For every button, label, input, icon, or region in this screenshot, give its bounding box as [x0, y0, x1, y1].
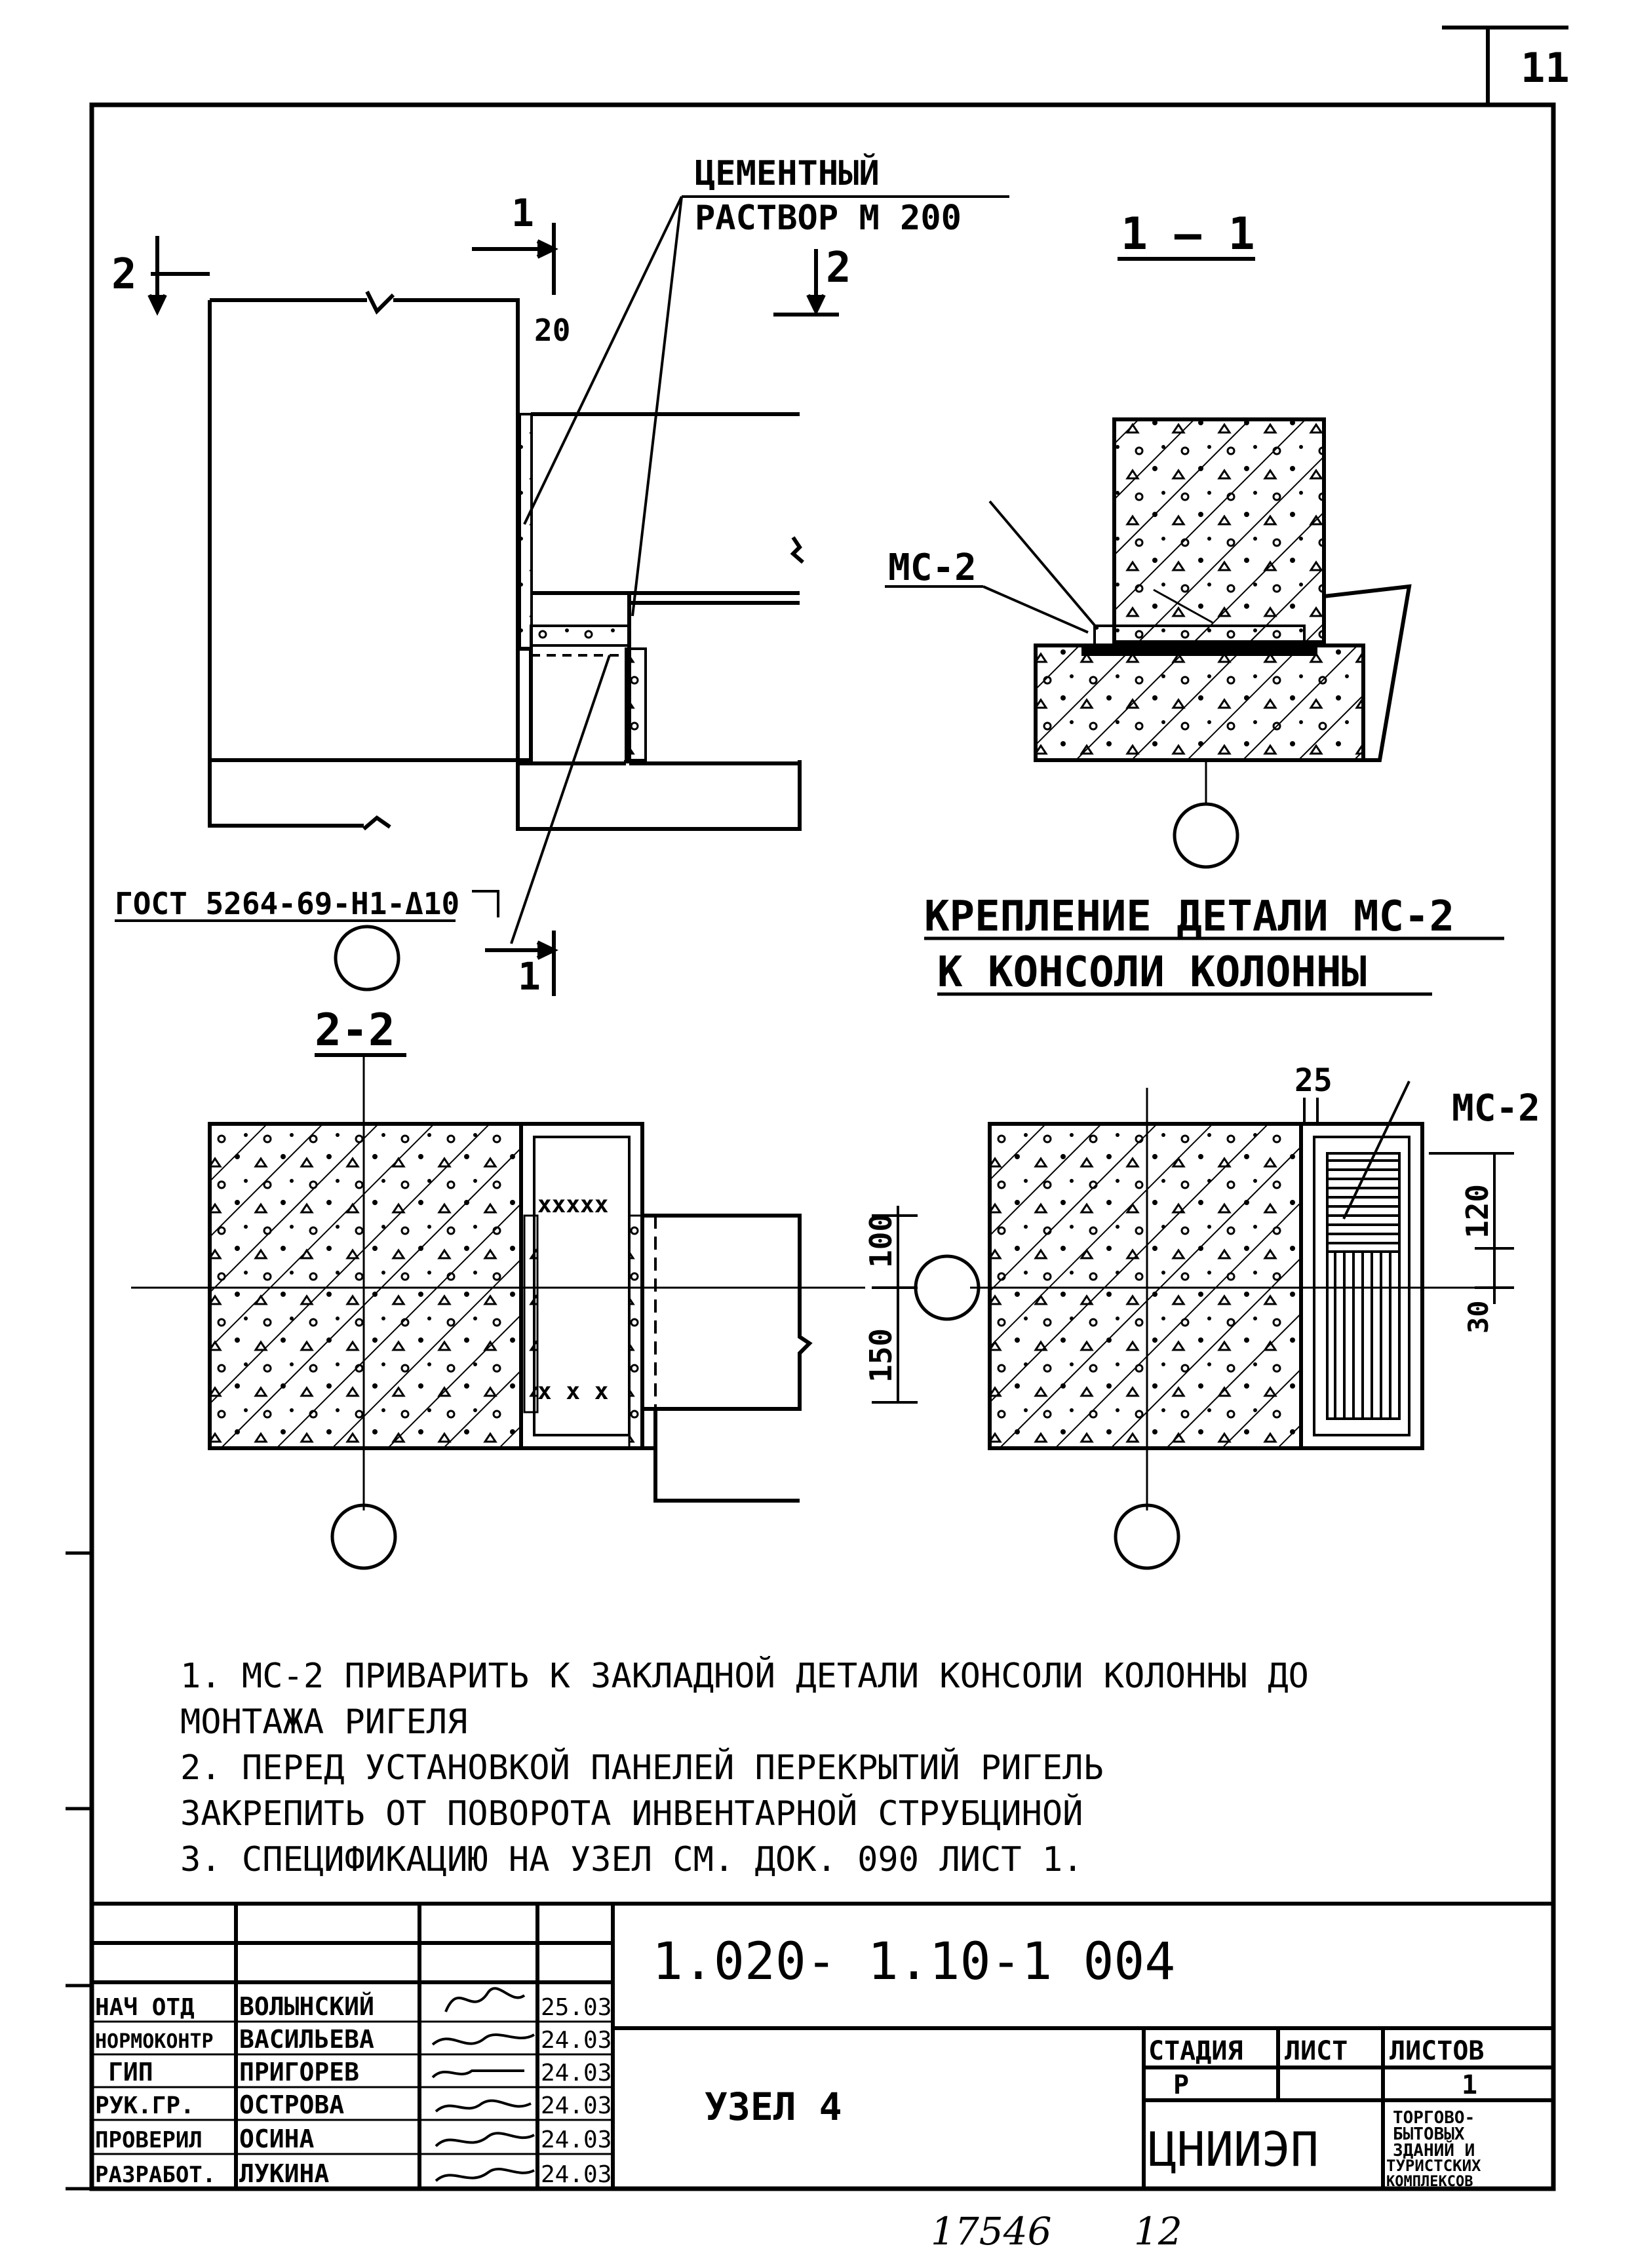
- section-2-2: xxxxx x x x: [131, 1055, 865, 1570]
- cut-2-label-left: 2: [111, 250, 137, 299]
- name: ВОЛЫНСКИЙ: [239, 1992, 374, 2021]
- dim-100-150: [872, 1206, 918, 1404]
- node-circle: [334, 925, 400, 991]
- role: НАЧ ОТД: [95, 1994, 195, 2021]
- sheets-header: ЛИСТОВ: [1390, 2036, 1485, 2066]
- org-name: ЦНИИЭП: [1148, 2122, 1319, 2177]
- date: 24.03: [541, 2060, 612, 2086]
- mc2-leader-right: [1303, 1081, 1514, 1304]
- mortar-joint: [625, 647, 647, 761]
- cut-markers: [147, 223, 839, 996]
- cut-1-label-top: 1: [511, 191, 534, 235]
- sheet-frame: [66, 26, 1568, 2191]
- name: ВАСИЛЬЕВА: [239, 2025, 374, 2054]
- svg-text:xxxxx: xxxxx: [537, 1191, 608, 1218]
- cut-1-label-bottom: 1: [518, 954, 541, 999]
- gost-leader: [115, 655, 611, 944]
- mortar-leader: [523, 195, 1009, 617]
- project-title-line: КОМПЛЕКСОВ: [1386, 2174, 1473, 2190]
- dim-20: 20: [534, 313, 570, 348]
- role: РАЗРАБОТ.: [95, 2162, 216, 2188]
- date: 24.03: [541, 2126, 612, 2153]
- mc2-label-right: МС-2: [1452, 1087, 1540, 1130]
- role: ПРОВЕРИЛ: [95, 2127, 203, 2153]
- section-right: [970, 1088, 1514, 1570]
- name: ОСТРОВА: [239, 2090, 344, 2119]
- project-title-line: ТУРИСТСКИХ: [1386, 2157, 1481, 2175]
- mortar-joint: [530, 625, 631, 647]
- gost-label: ГОСТ 5264-69-Н1-Δ10: [115, 886, 459, 921]
- mortar-label: ЦЕМЕНТНЫЙ: [695, 153, 880, 193]
- name: ОСИНА: [239, 2124, 315, 2153]
- page-number: 12: [1134, 2209, 1182, 2254]
- axis-circle: [914, 1254, 981, 1321]
- date: 24.03: [541, 2161, 612, 2188]
- inventory-number: 17546: [931, 2209, 1052, 2254]
- node-title: УЗЕЛ 4: [705, 2085, 842, 2129]
- project-title-line: ЗДАНИЙ И: [1393, 2140, 1475, 2161]
- project-title-line: ТОРГОВО-: [1393, 2108, 1475, 2128]
- project-title-line: БЫТОВЫХ: [1393, 2124, 1465, 2144]
- dim-100: 100: [863, 1214, 899, 1268]
- note-line: МОНТАЖА РИГЕЛЯ: [180, 1702, 467, 1742]
- name: ПРИГОРЕВ: [239, 2058, 359, 2086]
- title-block-rows: [92, 2020, 613, 2155]
- dim-120: 120: [1460, 1184, 1495, 1239]
- role: НОРМОКОНТР: [95, 2030, 214, 2053]
- note-line: ЗАКРЕПИТЬ ОТ ПОВОРОТА ИНВЕНТАРНОЙ СТРУБЦ…: [180, 1794, 1083, 1834]
- mc2-leader-top: [885, 500, 1099, 634]
- mortar-label-2: РАСТВОР М 200: [695, 199, 962, 238]
- caption-line1: КРЕПЛЕНИЕ ДЕТАЛИ МС-2: [924, 893, 1454, 941]
- name: ЛУКИНА: [239, 2159, 329, 2188]
- section-2-2-title: 2-2: [315, 1005, 395, 1056]
- role: ГИП: [108, 2058, 153, 2086]
- title-block: [92, 1902, 1553, 2189]
- date: 25.03: [541, 1994, 612, 2021]
- stage-header: СТАДИЯ: [1148, 2036, 1243, 2066]
- svg-text:x x x: x x x: [537, 1378, 608, 1405]
- notes: 1. МС-2 ПРИВАРИТЬ К ЗАКЛАДНОЙ ДЕТАЛИ КОН…: [180, 1656, 1309, 1879]
- section-1-1-title: 1 — 1: [1121, 208, 1255, 260]
- mc2-label-top: МС-2: [888, 547, 977, 589]
- mortar-joint: [518, 413, 533, 650]
- handwritten-signatures: [431, 1987, 535, 2182]
- note-line: 1. МС-2 ПРИВАРИТЬ К ЗАКЛАДНОЙ ДЕТАЛИ КОН…: [180, 1656, 1309, 1696]
- elevation-view: [208, 290, 804, 831]
- doc-code: 1.020- 1.10-1 004: [652, 1932, 1175, 1991]
- sheets-value: 1: [1462, 2070, 1477, 2100]
- date: 24.03: [541, 2027, 612, 2054]
- note-line: 3. СПЕЦИФИКАЦИЮ НА УЗЕЛ СМ. ДОК. 090 ЛИС…: [180, 1840, 1083, 1879]
- stage-value: Р: [1173, 2070, 1189, 2100]
- dim-30: 30: [1462, 1300, 1494, 1334]
- dim-150: 150: [863, 1328, 899, 1383]
- sheet-number: 11: [1521, 44, 1570, 92]
- note-line: 2. ПЕРЕД УСТАНОВКОЙ ПАНЕЛЕЙ ПЕРЕКРЫТИЙ Р…: [180, 1748, 1104, 1788]
- section-1-1: [1034, 417, 1412, 869]
- cut-2-label-right: 2: [826, 244, 851, 292]
- dim-25: 25: [1294, 1062, 1332, 1099]
- sheet-header: ЛИСТ: [1285, 2036, 1348, 2066]
- role: РУК.ГР.: [95, 2092, 195, 2119]
- date: 24.03: [541, 2092, 612, 2119]
- caption-line2: К КОНСОЛИ КОЛОННЫ: [937, 948, 1367, 997]
- signatories: НАЧ ОТД ВОЛЫНСКИЙ 25.03 НОРМОКОНТР ВАСИЛ…: [95, 1992, 612, 2188]
